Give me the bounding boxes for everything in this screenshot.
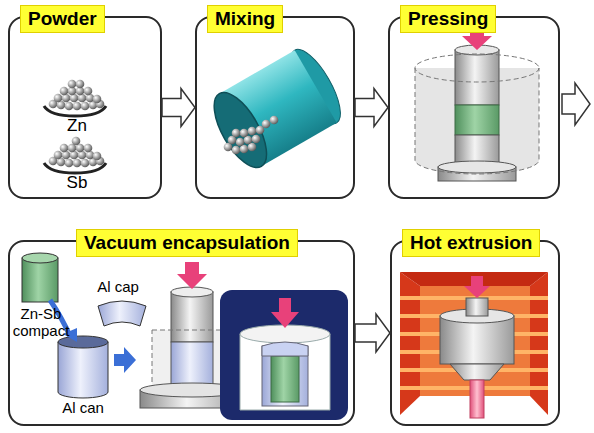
powder-ball	[240, 129, 249, 138]
die-section	[240, 334, 330, 410]
extruded-rod	[470, 380, 484, 418]
powder-ball	[54, 94, 63, 103]
process-stage-box: Hot extrusion	[390, 240, 560, 426]
press-base-top	[438, 161, 516, 173]
extrusion-die	[440, 276, 514, 418]
powder-ball	[236, 138, 245, 147]
flow-arrow	[562, 83, 590, 125]
stage-title: Mixing	[207, 5, 283, 33]
stage-title: Vacuum encapsulation	[76, 229, 298, 257]
powder-ball	[270, 116, 279, 125]
flow-arrow	[355, 314, 390, 352]
die-outline	[152, 330, 230, 390]
powder-ball	[54, 151, 63, 160]
process-stage-box: Pressing	[388, 16, 560, 199]
powder-ball	[84, 87, 93, 96]
powder-ball	[81, 102, 90, 111]
powder-ball	[76, 80, 85, 89]
process-stage-box: Mixing	[195, 16, 355, 199]
mixed-powder	[224, 116, 279, 155]
powder-ball	[252, 135, 261, 144]
furnace-wall	[530, 272, 548, 415]
force-arrow	[177, 262, 207, 289]
stage-title: Powder	[20, 5, 105, 33]
flow-arrow	[162, 89, 195, 127]
stage-title: Pressing	[400, 5, 496, 33]
part-label: Al can	[50, 400, 116, 417]
part-label: Zn	[60, 117, 94, 136]
powder-ball	[262, 120, 271, 129]
compact-top	[22, 253, 58, 263]
force-arrow	[464, 276, 490, 298]
drum-opening	[204, 85, 277, 176]
al-can	[58, 342, 108, 398]
step-arrow	[114, 347, 136, 373]
powder-ball	[65, 102, 74, 111]
stage-title: Hot extrusion	[402, 229, 540, 257]
cutaway-panel	[220, 290, 348, 420]
powder-ball	[60, 87, 69, 96]
powder-ball	[72, 137, 81, 146]
die-outline	[415, 54, 539, 82]
powder-ball	[93, 95, 102, 104]
powder-ball	[232, 146, 241, 155]
furnace-wall	[400, 272, 420, 415]
sb-powder-pile	[44, 137, 106, 173]
flow-arrow	[355, 89, 388, 127]
punch	[171, 292, 213, 342]
part-label: Sb	[60, 174, 94, 193]
powder-ball	[68, 80, 77, 89]
powder-ball	[93, 152, 102, 161]
powder-ball	[73, 159, 82, 168]
zn-sb-compact	[22, 258, 58, 302]
mixing-drum	[204, 43, 350, 176]
part-label: Zn-Sb compact	[8, 306, 74, 339]
powder-ball	[84, 144, 93, 153]
powder-ball	[60, 144, 69, 153]
compact-section	[271, 356, 299, 402]
al-cap	[98, 301, 146, 326]
powder-ball	[248, 127, 257, 136]
force-arrow	[271, 298, 299, 328]
powder-ball	[65, 159, 74, 168]
powder-ball	[73, 102, 82, 111]
upper-punch	[455, 50, 499, 105]
process-stage-box: Powder	[8, 16, 162, 199]
die-outline	[415, 68, 539, 174]
ram	[466, 298, 488, 316]
cap-section	[262, 342, 308, 356]
die	[450, 364, 504, 380]
zn-powder-pile	[44, 80, 106, 116]
powder-compact	[455, 105, 499, 135]
powder-ball	[232, 129, 241, 138]
powder-ball	[81, 159, 90, 168]
part-label: Al cap	[88, 279, 148, 296]
cutaway-view	[220, 290, 348, 420]
pressing-die	[415, 24, 539, 181]
